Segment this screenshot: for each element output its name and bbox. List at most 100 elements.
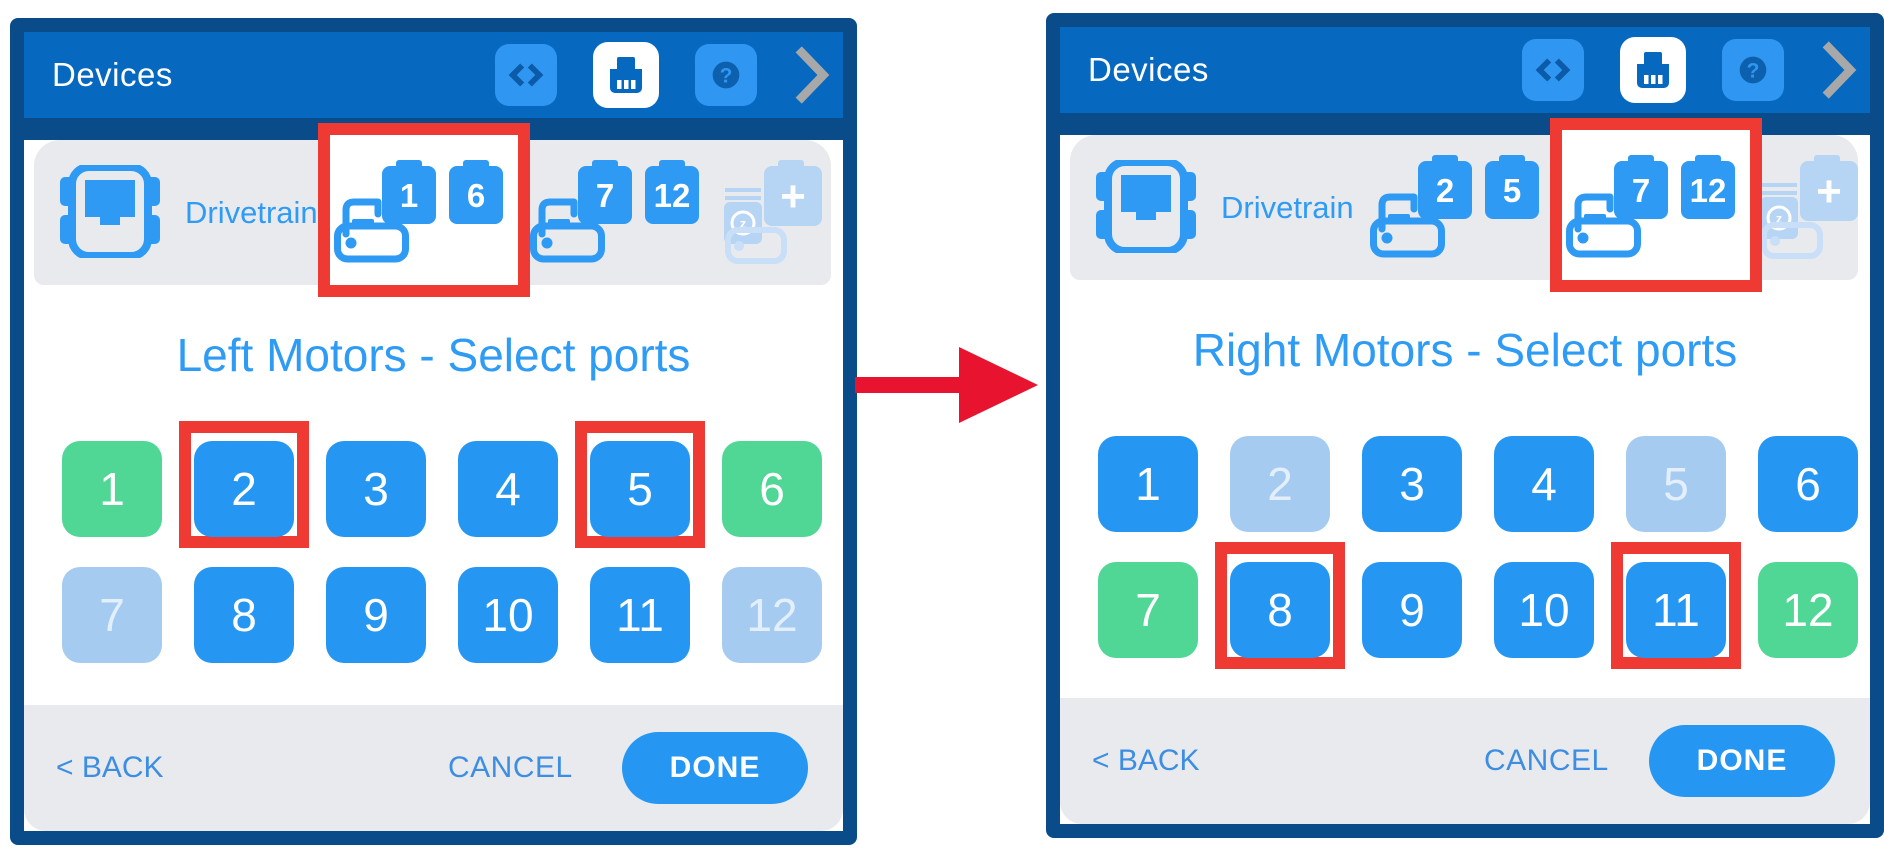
code-view-button[interactable] [495,44,557,106]
red-arrow-icon [855,347,1038,423]
back-button[interactable]: < BACK [1092,744,1200,777]
port-badge: 6 [449,160,503,224]
motor-cable-icon [538,198,578,238]
motor-cable-icon [342,198,382,238]
motor-group-icon[interactable]: 2 5 [1370,155,1540,259]
port-button-5[interactable]: 5 [590,441,690,537]
code-view-button[interactable] [1522,39,1584,101]
port-button-7: 7 [62,567,162,663]
titlebar: Devices ? [24,32,843,118]
chevron-right-icon[interactable] [1820,38,1858,102]
port-button-12[interactable]: 12 [1758,562,1858,658]
svg-text:?: ? [1747,60,1760,83]
panel-content: Drivetrain 2 5 [1060,118,1870,824]
drivetrain-label: Drivetrain [185,195,318,230]
drivetrain-icon[interactable] [1096,160,1196,253]
motor-group-icon[interactable]: 1 6 [334,160,504,264]
port-button-2[interactable]: 2 [194,441,294,537]
port-badge: 12 [645,160,699,224]
port-button-1[interactable]: 1 [62,441,162,537]
add-device-icon[interactable]: z + [1760,153,1865,259]
port-button-8[interactable]: 8 [194,567,294,663]
back-button[interactable]: < BACK [56,751,164,784]
port-button-6[interactable]: 6 [1758,436,1858,532]
tutorial-highlight-box [1550,118,1762,292]
done-button[interactable]: DONE [622,732,808,804]
port-badge-label: 12 [654,177,691,214]
brain-port-icon [610,57,642,93]
select-ports-heading: Left Motors - Select ports [176,329,691,381]
titlebar-icons: ? [1522,37,1858,103]
help-icon: ? [1739,56,1767,84]
titlebar-icons: ? [495,42,831,108]
help-button[interactable]: ? [695,44,757,106]
port-badge: 1 [382,160,436,224]
battery-plus-icon: + [764,160,822,226]
svg-text:+: + [780,172,806,221]
code-brackets-icon [1535,58,1571,82]
cancel-button[interactable]: CANCEL [1484,744,1609,777]
port-button-6[interactable]: 6 [722,441,822,537]
battery-plus-icon: + [1800,155,1858,221]
port-button-11[interactable]: 11 [1626,562,1726,658]
port-badge: 2 [1418,155,1472,219]
devices-panel-left: Devices ? [10,18,857,845]
port-button-10[interactable]: 10 [458,567,558,663]
gyro-glyph: z [740,216,747,231]
footer-bar: < BACK CANCEL DONE [1060,698,1870,824]
devices-panel-right: Devices ? [1046,13,1884,838]
port-badge: 7 [578,160,632,224]
port-badge-label: 6 [467,177,485,214]
port-badge: 5 [1485,155,1539,219]
brain-button[interactable] [593,42,659,108]
port-badge: 7 [1614,155,1668,219]
cancel-button[interactable]: CANCEL [448,751,573,784]
gyro-glyph: z [1776,211,1783,226]
port-button-5: 5 [1626,436,1726,532]
port-badge-label: 2 [1436,172,1454,209]
help-button[interactable]: ? [1722,39,1784,101]
port-button-1[interactable]: 1 [1098,436,1198,532]
svg-text:+: + [1816,167,1842,216]
motor-group-icon[interactable]: 7 12 [1566,155,1736,259]
select-ports-heading: Right Motors - Select ports [1192,324,1738,376]
port-button-12: 12 [722,567,822,663]
port-badge-label: 7 [596,177,614,214]
port-button-8[interactable]: 8 [1230,562,1330,658]
port-button-4[interactable]: 4 [1494,436,1594,532]
drivetrain-icon[interactable] [60,165,160,258]
port-badge-label: 7 [1632,172,1650,209]
brain-button[interactable] [1620,37,1686,103]
port-button-4[interactable]: 4 [458,441,558,537]
footer-bar: < BACK CANCEL DONE [24,705,843,831]
port-button-9[interactable]: 9 [1362,562,1462,658]
done-button[interactable]: DONE [1649,725,1835,797]
port-button-3[interactable]: 3 [1362,436,1462,532]
page-title: Devices [1088,51,1209,88]
page-title: Devices [52,56,173,93]
help-icon: ? [712,61,740,89]
port-badge-label: 5 [1503,172,1521,209]
drivetrain-label: Drivetrain [1221,190,1354,225]
code-brackets-icon [508,63,544,87]
port-button-10[interactable]: 10 [1494,562,1594,658]
port-button-7[interactable]: 7 [1098,562,1198,658]
port-button-3[interactable]: 3 [326,441,426,537]
titlebar: Devices ? [1060,27,1870,113]
motor-group-icon[interactable]: 7 12 [530,160,700,264]
add-device-icon[interactable]: z + [724,158,829,264]
faded-motor-icon [725,227,787,264]
motor-cable-icon [1378,193,1418,233]
motor-cable-icon [1574,193,1614,233]
svg-text:?: ? [720,65,733,88]
port-button-2: 2 [1230,436,1330,532]
port-badge: 12 [1681,155,1735,219]
port-badge-label: 12 [1690,172,1727,209]
port-button-9[interactable]: 9 [326,567,426,663]
port-button-11[interactable]: 11 [590,567,690,663]
brain-port-icon [1637,52,1669,88]
port-badge-label: 1 [400,177,418,214]
panel-content: Drivetrain 1 6 [24,123,843,831]
chevron-right-icon[interactable] [793,43,831,107]
faded-motor-icon [1761,222,1823,259]
